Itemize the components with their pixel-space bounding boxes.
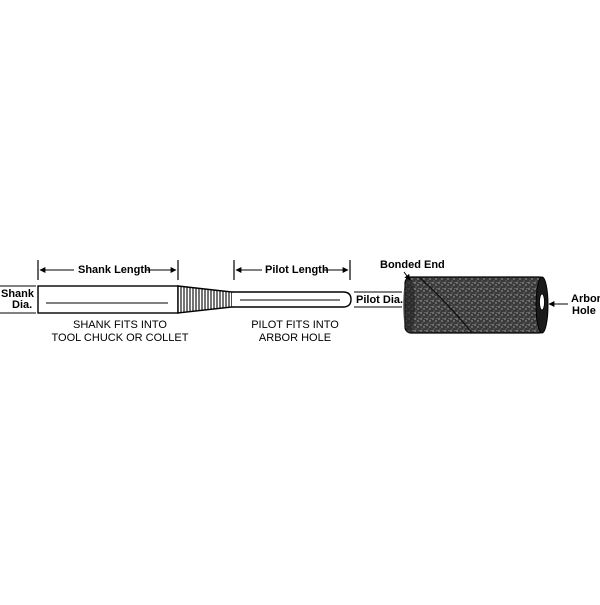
pilot-length-label: Pilot Length — [265, 264, 329, 276]
pilot-caption: PILOT FITS INTO ARBOR HOLE — [240, 319, 350, 345]
shank — [37, 285, 179, 314]
pilot — [232, 291, 352, 308]
shank-length-label: Shank Length — [78, 264, 151, 276]
pilot-caption-line2: ARBOR HOLE — [258, 332, 332, 344]
shank-dia-marks — [0, 285, 36, 314]
shank-caption-line2: TOOL CHUCK OR COLLET — [51, 332, 189, 344]
bonded-end-label: Bonded End — [380, 259, 445, 271]
knurled-taper — [177, 285, 233, 314]
pilot-dia-label: Pilot Dia. — [356, 294, 404, 306]
shank-caption: SHANK FITS INTO TOOL CHUCK OR COLLET — [45, 319, 195, 345]
pilot-length-dimension — [233, 260, 351, 280]
shank-dia-label-line2: Dia. — [12, 299, 33, 311]
pilot-caption-line1: PILOT FITS INTO — [251, 319, 339, 331]
bonded-end-arrow — [403, 271, 411, 281]
shank-caption-line1: SHANK FITS INTO — [73, 319, 167, 331]
arbor-hole-label-line1: Arbor — [571, 293, 600, 305]
abrasive-cartridge-roll — [403, 276, 549, 334]
shank-dia-label-line1: Shank — [1, 288, 35, 300]
arbor-hole-label-line2: Hole — [572, 305, 596, 317]
shank-length-dimension — [37, 260, 179, 280]
arbor-hole — [539, 293, 545, 311]
pilot-dia-marks — [354, 291, 402, 308]
